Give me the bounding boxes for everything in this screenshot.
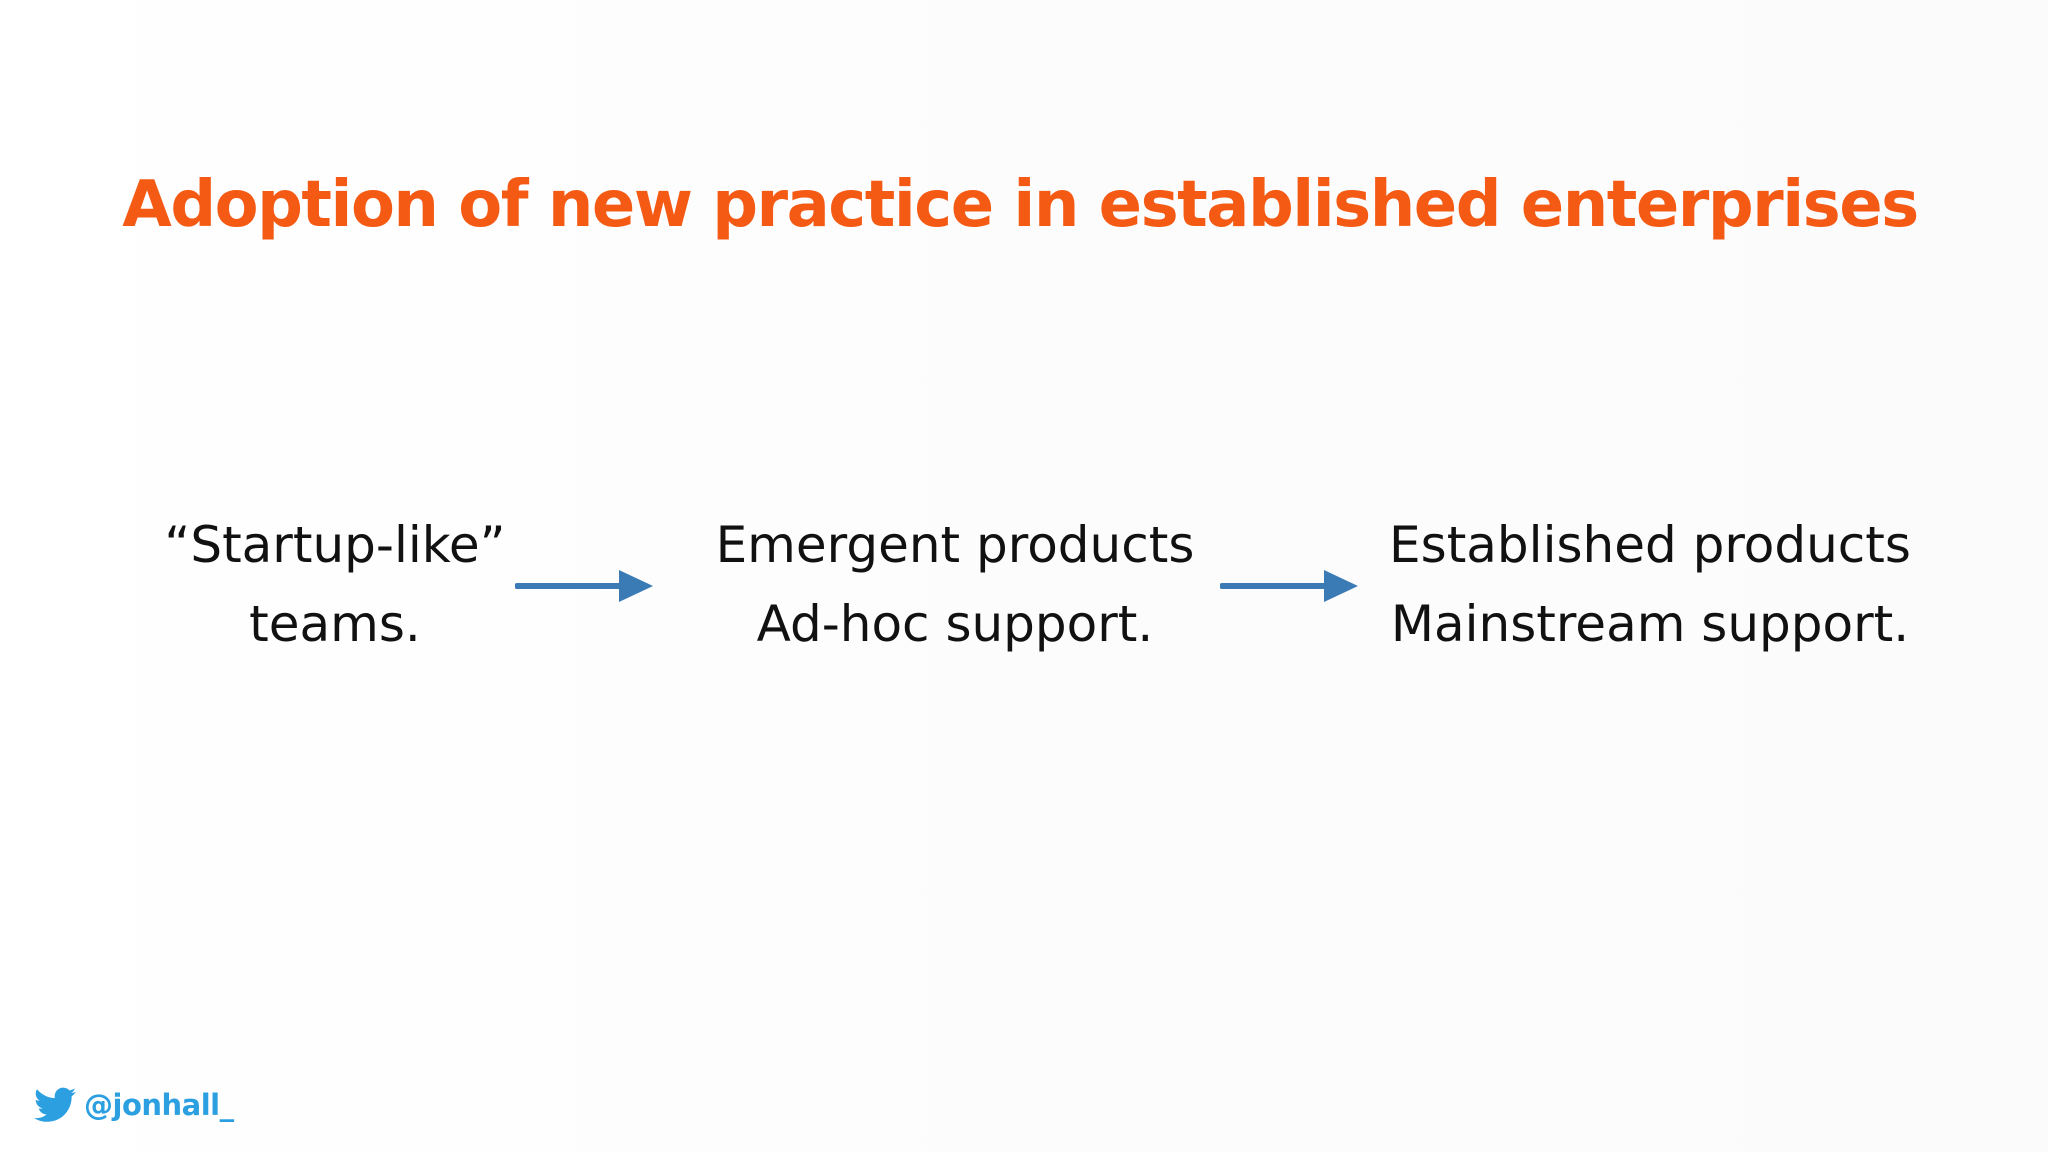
right-arrow-icon	[515, 570, 653, 602]
slide-title: Adoption of new practice in established …	[122, 168, 1919, 242]
stage-label-line1: Established products	[1389, 516, 1911, 574]
right-arrow-icon	[1220, 570, 1358, 602]
stage-label-line2: Mainstream support.	[1390, 595, 1910, 653]
stage-established-products: Established products Mainstream support.	[1380, 506, 1920, 664]
twitter-handle[interactable]: @jonhall_	[34, 1085, 234, 1125]
handle-text[interactable]: @jonhall_	[84, 1088, 234, 1122]
stage-label-line1: “Startup-like”	[164, 516, 506, 574]
twitter-bird-icon	[34, 1087, 76, 1122]
stage-emergent-products: Emergent products Ad-hoc support.	[700, 506, 1210, 664]
stage-label-line1: Emergent products	[715, 516, 1195, 574]
stage-label-line2: teams.	[249, 595, 421, 653]
stage-label-line2: Ad-hoc support.	[756, 595, 1154, 653]
stage-startup-teams: “Startup-like” teams.	[135, 506, 535, 664]
